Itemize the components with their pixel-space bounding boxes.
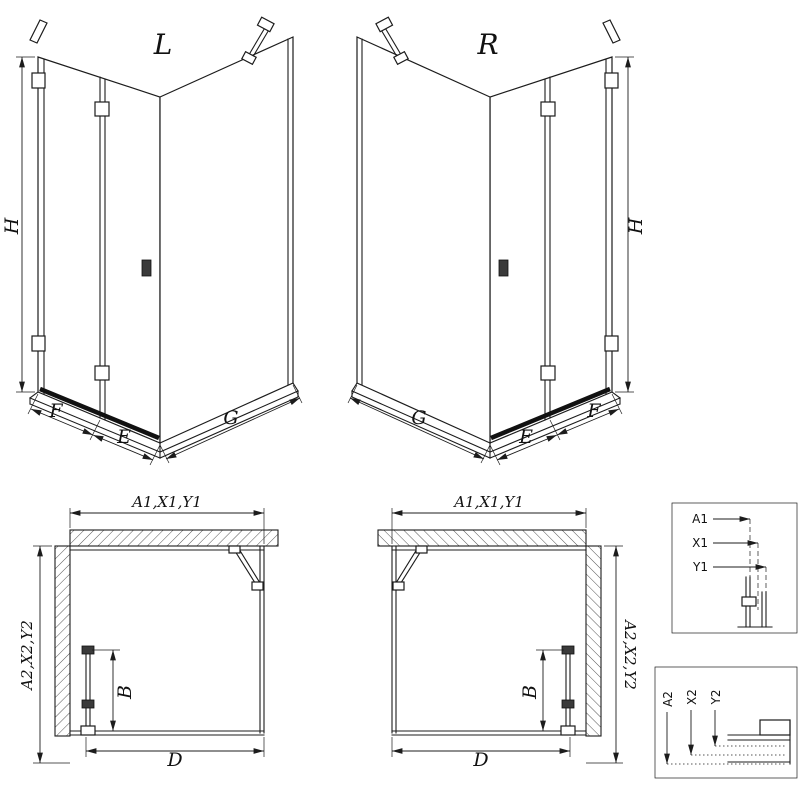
variant-label-L: L xyxy=(153,28,173,61)
detail-label-X1: X1 xyxy=(692,536,708,550)
dim-label-A2X2Y2: A2,X2,Y2 xyxy=(18,620,36,692)
iso-view-left: L H F E G xyxy=(1,17,302,465)
detail-box-depth: A2 X2 Y2 xyxy=(654,666,798,779)
dim-label-F: F xyxy=(48,400,63,422)
dim-label-G: G xyxy=(411,407,426,429)
dim-label-D: D xyxy=(166,749,182,771)
iso-view-right: R H F E G xyxy=(348,17,647,465)
dim-label-A1X1Y1: A1,X1,Y1 xyxy=(130,493,202,511)
dim-label-H: H xyxy=(625,217,647,235)
dim-label-B: B xyxy=(519,685,541,700)
plan-view-left: A1,X1,Y1 A2,X2,Y2 B D xyxy=(18,493,278,771)
detail-label-A1: A1 xyxy=(692,512,708,526)
detail-label-A2: A2 xyxy=(661,691,675,707)
variant-label-R: R xyxy=(476,28,498,61)
tray-profile-section xyxy=(727,719,791,765)
detail-label-Y2: Y2 xyxy=(709,690,723,706)
dim-label-A1X1Y1: A1,X1,Y1 xyxy=(452,493,524,511)
detail-box-border xyxy=(654,666,798,779)
dim-label-H: H xyxy=(1,217,23,235)
wall-profile-section xyxy=(737,576,773,628)
detail-box-width: A1 X1 Y1 xyxy=(671,502,798,634)
detail-box-border xyxy=(671,502,798,634)
detail-label-Y1: Y1 xyxy=(692,560,708,574)
dim-label-F: F xyxy=(586,400,601,422)
dim-label-E: E xyxy=(518,426,533,448)
dim-label-E: E xyxy=(116,426,131,448)
dim-label-G: G xyxy=(223,407,238,429)
plan-view-right: A1,X1,Y1 A2,X2,Y2 B D xyxy=(378,493,639,771)
dim-label-A2X2Y2: A2,X2,Y2 xyxy=(621,618,639,690)
detail-label-X2: X2 xyxy=(685,689,699,705)
dim-label-D: D xyxy=(472,749,488,771)
dim-label-B: B xyxy=(114,685,136,700)
